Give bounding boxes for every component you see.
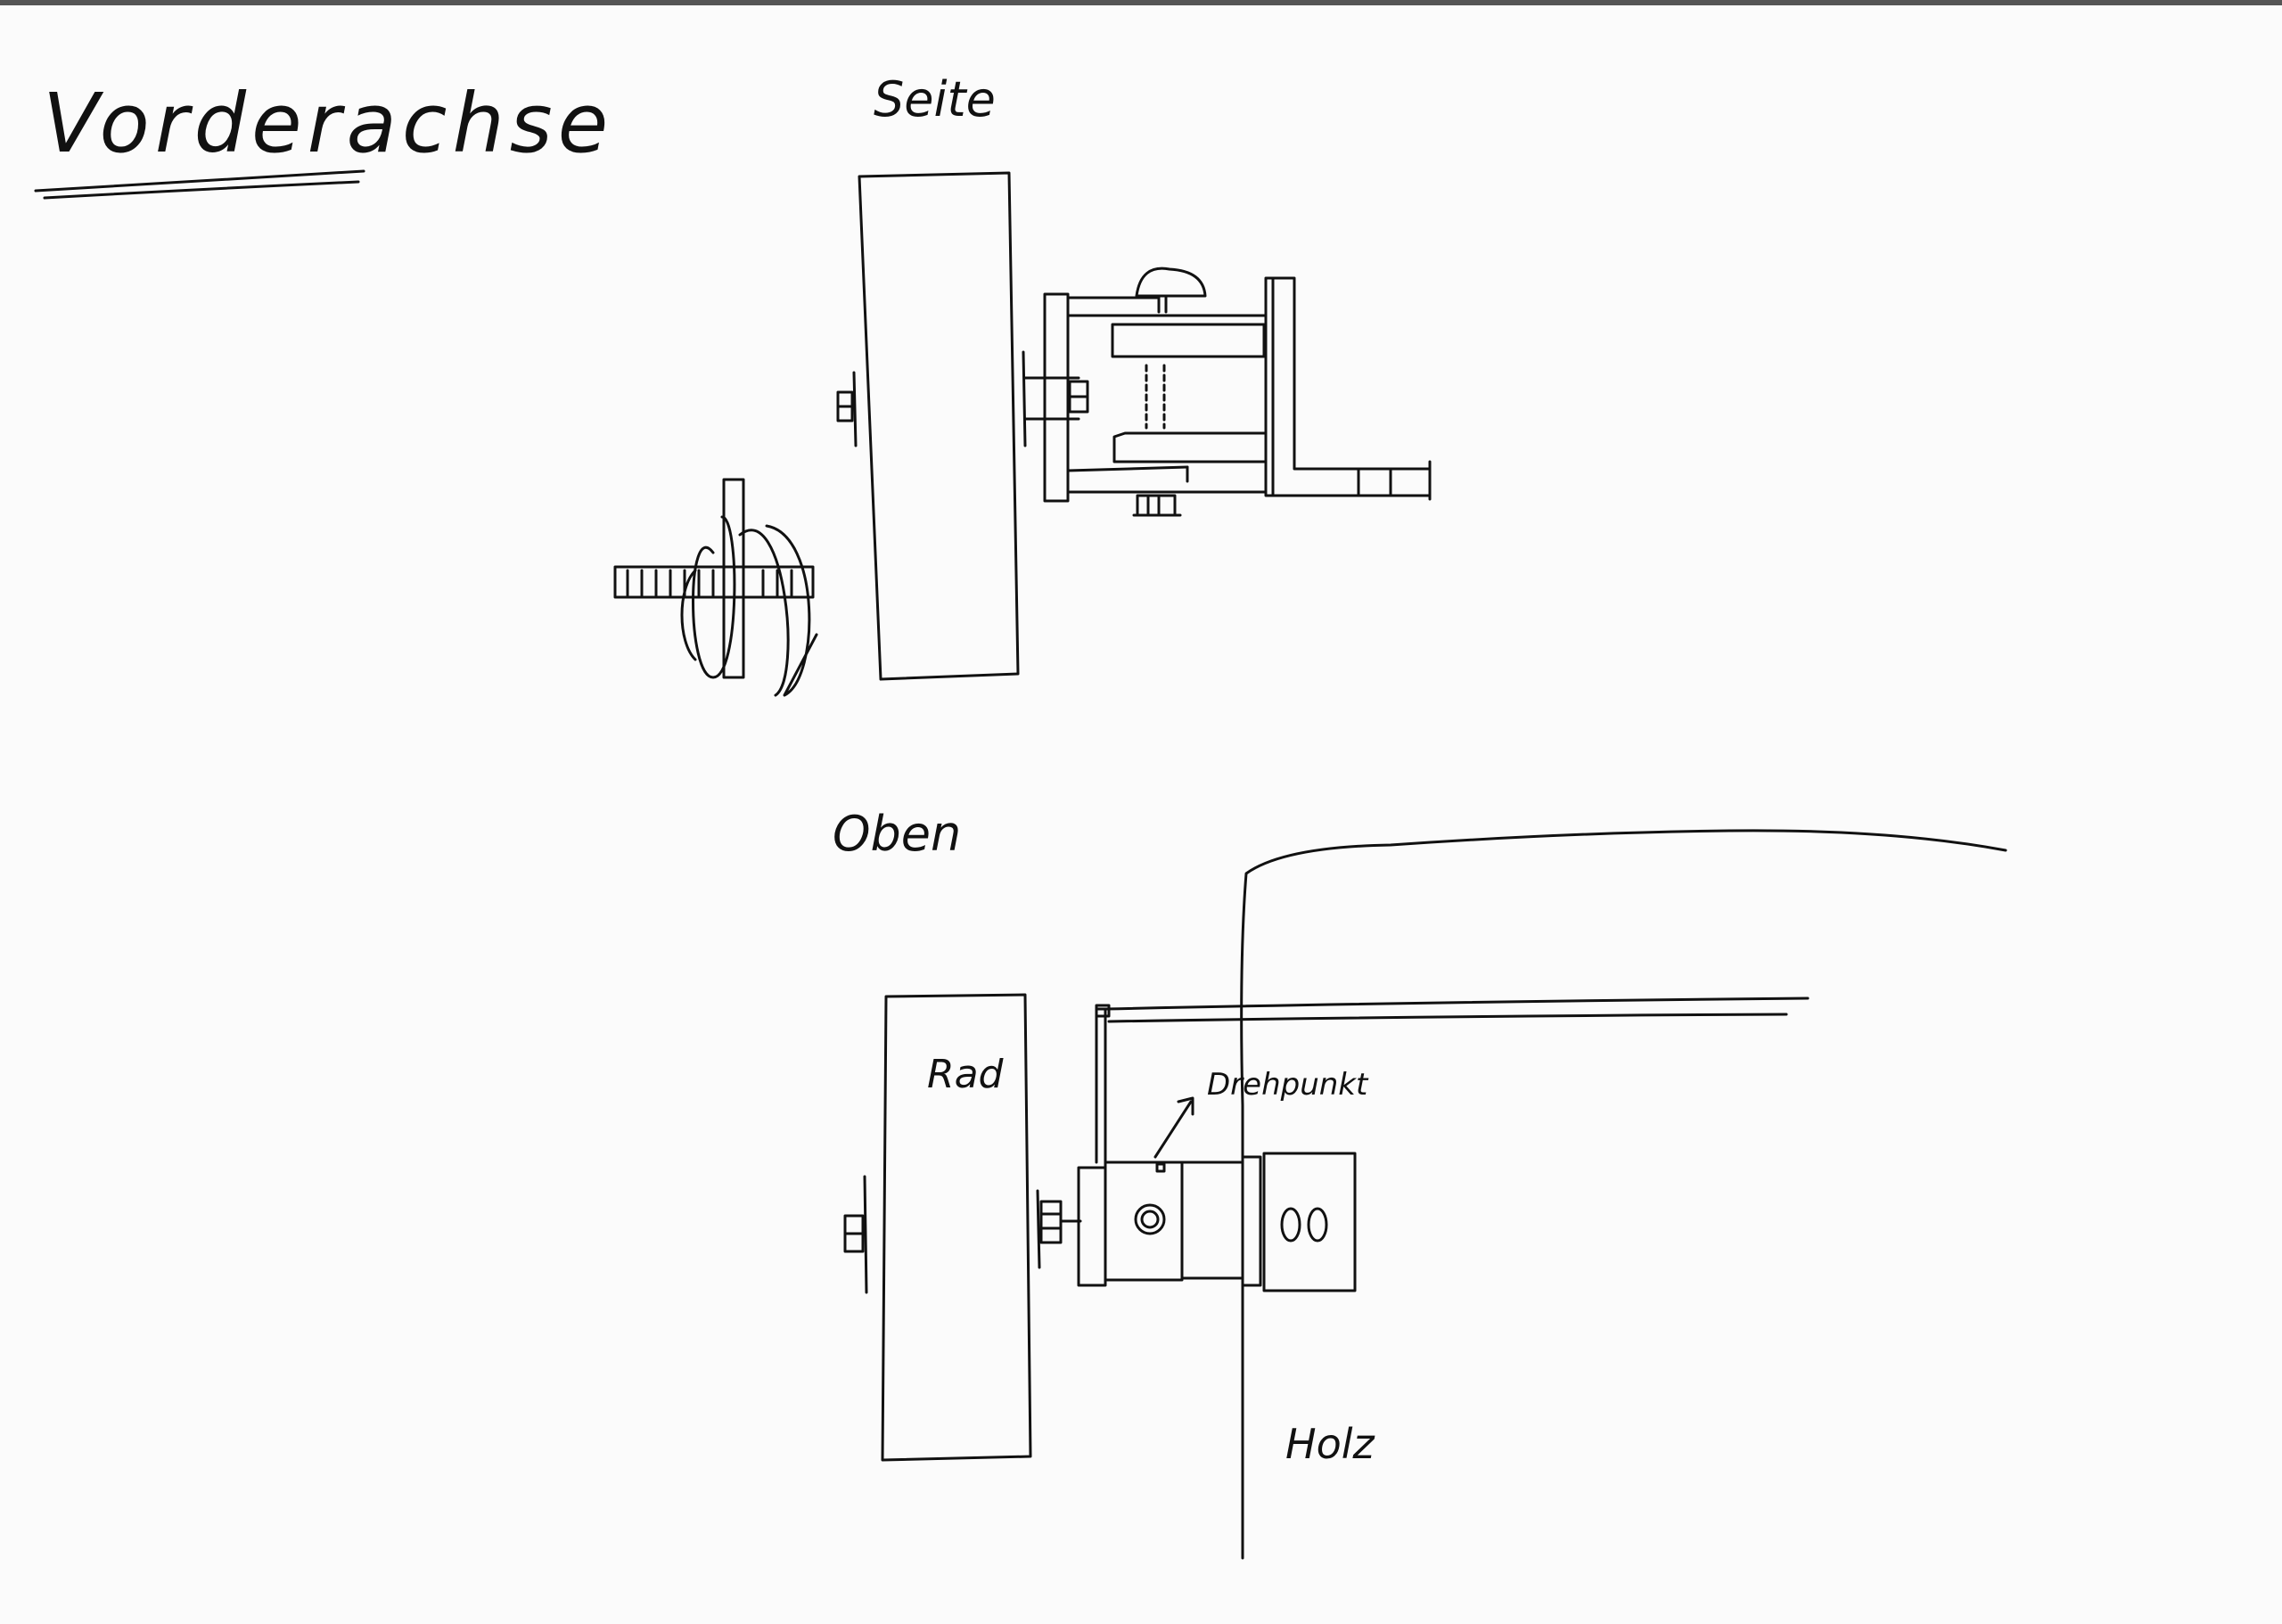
top-wheel-outline [881, 993, 1032, 1462]
side-spring-detail [613, 478, 818, 697]
title-underline [34, 169, 365, 200]
top-view-label: Oben [833, 806, 961, 862]
wood-label: Holz [1285, 1420, 1375, 1468]
paper-top-edge [0, 0, 2282, 5]
top-hub-left [843, 1175, 868, 1294]
top-hub-right [1036, 1189, 1082, 1269]
side-hub-right [1022, 350, 1089, 447]
side-knuckle-assembly [1043, 267, 1432, 517]
pivot-arrow [1153, 1096, 1194, 1159]
wood-frame-outline [1240, 829, 2007, 1560]
sheet-title: Vorderachse [43, 76, 613, 171]
side-view-label: Seite [874, 71, 996, 127]
side-wheel-outline [858, 171, 1020, 681]
wheel-label: Rad [927, 1052, 1005, 1097]
side-hub-left [836, 371, 858, 447]
pivot-label: Drehpunkt [1207, 1067, 1369, 1103]
